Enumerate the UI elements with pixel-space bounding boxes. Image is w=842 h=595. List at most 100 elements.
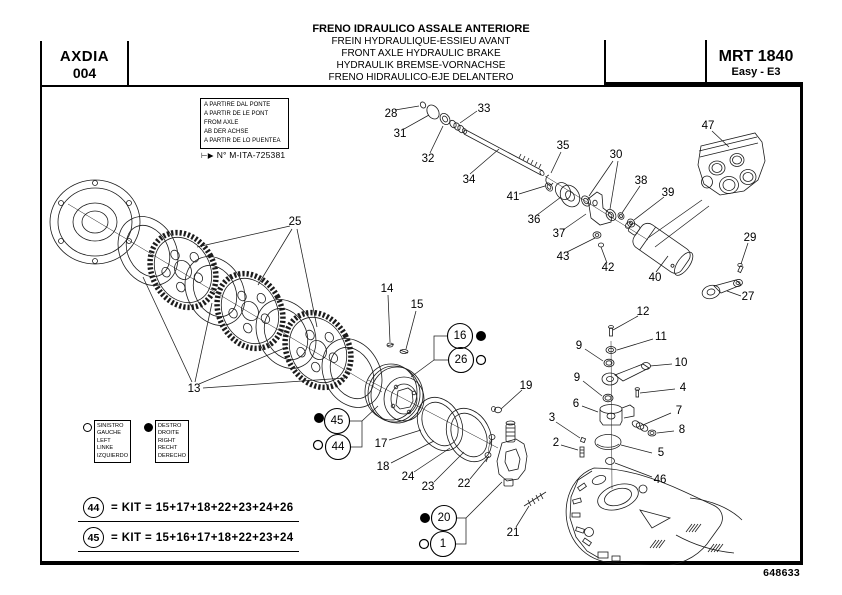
legend-right-en: RIGHT (158, 437, 176, 444)
plug (494, 406, 502, 414)
left-side-marker-icon (312, 439, 324, 451)
nut (605, 346, 617, 354)
right-side-marker-icon (420, 513, 430, 523)
pin (399, 349, 409, 354)
part-label-23: 23 (422, 481, 435, 493)
page-title-es: FRENO HIDRAULICO-EJE DELANTERO (328, 72, 514, 84)
part-label-13: 13 (188, 383, 201, 395)
part-label-36: 36 (528, 214, 541, 226)
actuating-arm (601, 362, 651, 386)
svg-text:26: 26 (455, 354, 468, 366)
kit-note-44: 44 = KIT = 15+17+18+22+23+24+26 (83, 497, 294, 518)
right-side-marker-icon (314, 413, 324, 423)
clip (386, 342, 395, 348)
washer (617, 212, 625, 220)
circled-label-44: 44 (312, 433, 352, 461)
clip (545, 174, 554, 186)
part-label-32: 32 (422, 153, 435, 165)
brake-cylinder (625, 221, 694, 276)
friction-disc (282, 309, 354, 391)
reference-number: N° M-ITA-725381 (216, 150, 286, 160)
part-label-17: 17 (375, 438, 388, 450)
legend-left-de: LINKE (97, 445, 114, 452)
catalog-code: AXDIA (59, 47, 110, 65)
note-line-en: FROM AXLE (204, 120, 239, 126)
friction-disc (214, 270, 286, 352)
note-line-it: A PARTIRE DAL PONTE (204, 102, 271, 108)
part-label-2: 2 (553, 437, 559, 449)
legend-left-it: SINISTRO (97, 423, 124, 429)
svg-text:16: 16 (454, 330, 467, 342)
left-side-marker-icon (418, 538, 430, 550)
left-side-legend: SINISTRO GAUCHE LEFT LINKE IZQUIERDO (94, 420, 132, 463)
washer (581, 195, 591, 207)
model-name: MRT 1840 (718, 47, 794, 65)
brake-piston-assembly (364, 342, 499, 463)
legend-left-es: IZQUIERDO (97, 452, 129, 459)
document-number: 648633 (763, 567, 800, 579)
left-side-marker-icon (83, 423, 92, 432)
part-label-10: 10 (675, 357, 688, 369)
part-label-27: 27 (742, 291, 755, 303)
page-title-en: FRONT AXLE HYDRAULIC BRAKE (341, 48, 501, 60)
diagram-frame (40, 87, 803, 565)
part-label-14: 14 (381, 283, 394, 295)
seal-kit-bag (697, 132, 766, 196)
brake-disc-stack (49, 179, 383, 408)
part-label-29: 29 (744, 232, 757, 244)
spacer-drum (554, 182, 581, 208)
part-number-labels: 2831323334354136303738394342404729272513… (188, 103, 757, 539)
catalog-code-box: AXDIA 004 (40, 41, 129, 87)
part-label-22: 22 (458, 478, 471, 490)
part-label-21: 21 (507, 527, 520, 539)
part-label-7: 7 (676, 405, 682, 417)
part-label-39: 39 (662, 187, 675, 199)
reference-line: ⊢▶N° M-ITA-725381 (201, 150, 285, 160)
washer (605, 208, 617, 222)
header-rule-thick (604, 82, 803, 87)
from-axle-note-box: A PARTIRE DAL PONTE A PARTIR DE LE PONT … (200, 98, 289, 149)
needle-pin (523, 491, 547, 507)
seal-ring-large (416, 396, 464, 452)
right-side-marker-icon (476, 331, 486, 341)
control-rod (463, 129, 545, 176)
nut (592, 231, 602, 239)
circled-label-16: 16 (446, 322, 486, 350)
header-divider (604, 40, 606, 85)
legend-left-fr: GAUCHE (97, 430, 121, 437)
right-side-marker-icon (144, 423, 153, 432)
exploded-view-diagram: 2831323334354136303738394342404729272513… (49, 101, 766, 565)
part-label-6: 6 (573, 398, 579, 410)
washer (545, 182, 553, 192)
part-label-3: 3 (549, 412, 555, 424)
page-title-de: HYDRAULIK BREMSE-VORNACHSE (336, 60, 506, 72)
o-ring (602, 393, 614, 403)
svg-text:45: 45 (331, 415, 344, 427)
axle-housing (565, 467, 743, 565)
o-ring (603, 358, 615, 368)
part-label-31: 31 (394, 128, 407, 140)
part-label-11: 11 (655, 331, 667, 343)
note-line-es: A PARTIR DE LO PUENTEA (204, 138, 281, 144)
note-line-de: AB DER ACHSE (204, 129, 249, 135)
part-label-41: 41 (507, 191, 520, 203)
circled-label-45: 45 (314, 407, 351, 435)
kit-ref-badge-44: 44 (83, 497, 104, 518)
kit-ref-badge-45: 45 (83, 527, 104, 548)
pin (579, 436, 587, 444)
circled-label-26: 26 (447, 346, 487, 374)
page-title-it: FRENO IDRAULICO ASSALE ANTERIORE (312, 23, 530, 35)
part-label-12: 12 (637, 306, 650, 318)
bolt-head (737, 262, 743, 267)
circled-label-1: 1 (418, 530, 457, 558)
bolt (608, 325, 614, 337)
bolt (488, 434, 496, 445)
legend-right-fr: DROITE (158, 430, 180, 437)
part-label-34: 34 (463, 174, 476, 186)
brake-rod-assembly (419, 101, 694, 276)
kit-underline (78, 521, 299, 522)
from-arrow-icon: ⊢▶ (201, 151, 214, 160)
washer (598, 242, 605, 248)
part-label-46: 46 (654, 474, 667, 486)
